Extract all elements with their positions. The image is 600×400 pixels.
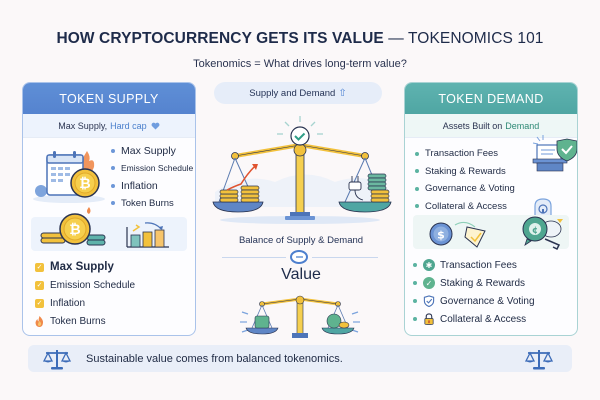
fee-badge-icon: ✱ xyxy=(423,259,435,271)
page-subtitle: Tokenomics = What drives long-term value… xyxy=(193,58,407,70)
lock-badge-icon xyxy=(534,198,552,218)
item-label: Staking & Rewards xyxy=(440,277,526,289)
heart-icon xyxy=(151,122,160,130)
token-supply-title: TOKEN SUPPLY xyxy=(23,83,195,114)
calendar-bitcoin-icon: ₿ xyxy=(33,151,105,203)
arrow-up-icon: ⇧ xyxy=(338,87,347,99)
balance-scale-icon xyxy=(524,350,554,370)
list-item: Governance & Voting xyxy=(413,292,535,310)
list-item: Transaction Fees xyxy=(415,145,515,163)
item-label: Emission Schedule xyxy=(121,163,194,174)
list-item: Governance & Voting xyxy=(415,180,515,198)
list-item: Collateral & Access xyxy=(413,310,535,328)
title-secondary: TOKENOMICS 101 xyxy=(408,30,544,47)
bullet-icon xyxy=(413,299,417,303)
item-label: Collateral & Access xyxy=(440,313,527,325)
lock-icon xyxy=(424,313,434,325)
key-coin-icon: ¢ xyxy=(522,216,563,251)
list-item: Token Burns xyxy=(35,312,135,330)
title-dash: — xyxy=(383,30,409,47)
item-label: Collateral & Access xyxy=(425,200,507,212)
item-label: Governance & Voting xyxy=(440,295,535,307)
item-label: Inflation xyxy=(121,179,158,192)
list-item: ✓ Staking & Rewards xyxy=(413,274,535,292)
equals-icon xyxy=(290,250,308,264)
bullet-icon xyxy=(415,204,419,209)
item-label: Governance & Voting xyxy=(425,183,515,195)
dollar-coin-icon: $ xyxy=(429,221,486,248)
checkbox-icon: ✓ xyxy=(35,298,44,308)
list-item: Emission Schedule xyxy=(111,160,193,178)
token-supply-panel: TOKEN SUPPLY Max Supply, Hard cap ₿ Max … xyxy=(22,82,196,336)
demand-icon-list: ✱ Transaction Fees ✓ Staking & Rewards Gov… xyxy=(413,256,535,328)
balance-label: Balance of Supply & Demand xyxy=(238,235,364,246)
checkbox-icon: ✓ xyxy=(35,280,44,290)
subtitle-main: Max Supply, xyxy=(58,120,108,131)
list-item: Max Supply xyxy=(111,142,193,160)
flame-icon xyxy=(35,315,44,327)
item-label: Token Burns xyxy=(121,197,174,209)
page-title: HOW CRYPTOCURRENCY GETS ITS VALUE — TOKE… xyxy=(0,30,600,48)
bullet-icon xyxy=(111,166,115,171)
bullet-icon xyxy=(413,281,417,285)
item-label: Transaction Fees xyxy=(425,148,499,160)
item-label: Inflation xyxy=(50,297,86,309)
token-supply-subtitle: Max Supply, Hard cap xyxy=(23,114,195,138)
svg-text:$: $ xyxy=(437,229,445,242)
item-label: Emission Schedule xyxy=(50,279,136,291)
bullet-icon xyxy=(415,169,419,174)
divider-left xyxy=(222,257,286,258)
list-item: Inflation xyxy=(111,177,193,195)
checkbox-icon: ✓ xyxy=(35,262,44,272)
bullet-icon xyxy=(413,263,417,267)
check-badge-icon: ✓ xyxy=(423,277,435,289)
footer-message: Sustainable value comes from balanced to… xyxy=(86,352,343,365)
bullet-icon xyxy=(415,186,419,191)
item-label: Token Burns xyxy=(50,315,106,327)
token-demand-title: TOKEN DEMAND xyxy=(405,83,577,114)
list-item: ✓ Max Supply xyxy=(35,258,135,276)
balance-scale-small-icon xyxy=(240,295,360,338)
divider-right xyxy=(312,257,378,258)
bullet-icon xyxy=(415,151,419,156)
subtitle-accent: Hard cap xyxy=(110,120,147,131)
list-item: ✱ Transaction Fees xyxy=(413,256,535,274)
coin-stack-icon: ₿ xyxy=(40,207,106,246)
supply-bullet-list: Max Supply Emission Schedule Inflation T… xyxy=(111,142,193,212)
token-demand-panel: TOKEN DEMAND Assets Built on Demand Tran… xyxy=(404,82,578,336)
list-item: Token Burns xyxy=(111,195,193,213)
subtitle-main: Assets Built on xyxy=(442,120,503,131)
list-item: ✓ Inflation xyxy=(35,294,135,312)
balance-scale-large-icon xyxy=(212,116,392,224)
list-item: Staking & Rewards xyxy=(415,163,515,181)
footer-banner: Sustainable value comes from balanced to… xyxy=(28,345,572,372)
svg-text:₿: ₿ xyxy=(69,222,80,238)
balance-scale-icon xyxy=(42,350,72,370)
item-label: Max Supply xyxy=(121,144,176,157)
bullet-icon xyxy=(111,148,115,153)
bar-chart-icon xyxy=(126,222,169,248)
token-demand-subtitle: Assets Built on Demand xyxy=(405,114,577,138)
shield-check-icon xyxy=(423,295,435,307)
subtitle-accent: Demand xyxy=(505,120,540,131)
list-item: Collateral & Access xyxy=(415,198,515,216)
value-heading: Value xyxy=(281,266,321,283)
supply-checklist: ✓ Max Supply ✓ Emission Schedule ✓ Inflatio… xyxy=(35,258,135,330)
bullet-icon xyxy=(111,201,115,206)
title-main: HOW CRYPTOCURRENCY GETS ITS VALUE xyxy=(56,30,384,47)
bullet-icon xyxy=(413,317,417,321)
document-shield-icon xyxy=(532,135,577,172)
item-label: Transaction Fees xyxy=(440,259,517,271)
item-label: Staking & Rewards xyxy=(425,165,506,177)
svg-text:¢: ¢ xyxy=(532,226,538,236)
svg-text:₿: ₿ xyxy=(79,176,90,192)
supply-demand-pill: Supply and Demand ⇧ xyxy=(214,82,382,104)
bullet-icon xyxy=(111,183,115,188)
list-item: ✓ Emission Schedule xyxy=(35,276,135,294)
pill-label: Supply and Demand xyxy=(249,87,336,99)
demand-bullet-list: Transaction Fees Staking & Rewards Gover… xyxy=(415,145,515,215)
item-label: Max Supply xyxy=(50,261,114,273)
